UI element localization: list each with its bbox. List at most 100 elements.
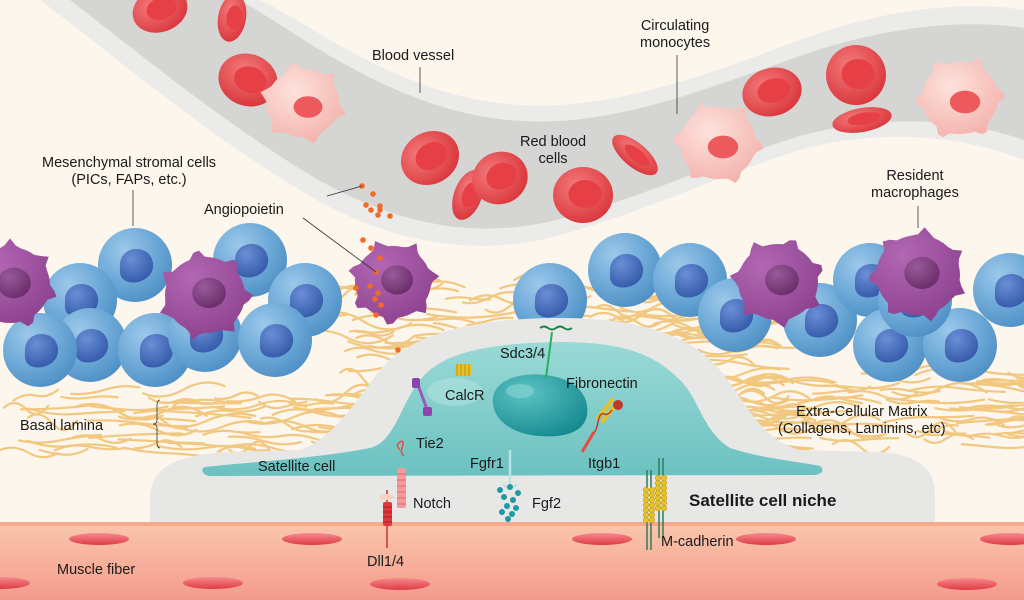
collagen-fiber [245, 410, 343, 425]
collagen-fiber [847, 390, 919, 401]
collagen-fiber [259, 416, 315, 433]
angiopoietin-particle [387, 213, 393, 219]
macrophage-nucleus [0, 267, 31, 299]
monocyte [915, 58, 1005, 138]
collagen-fiber [461, 291, 517, 305]
monocyte [672, 103, 764, 183]
collagen-fiber [38, 447, 89, 456]
cell-nucleus [994, 274, 1024, 308]
collagen-fiber [343, 346, 399, 355]
mesenchymal-stromal-cell [98, 228, 172, 302]
red-blood-cell [472, 151, 528, 205]
cell-nucleus [874, 328, 909, 363]
angiopoietin-particle [367, 283, 373, 289]
cell-nucleus [234, 243, 269, 278]
collagen-fiber [809, 413, 881, 431]
leader-lines [132, 55, 919, 449]
angiopoietin-particle [363, 202, 369, 208]
collagen-fiber [70, 385, 141, 396]
fgf2-particles [497, 484, 521, 522]
label-satellite-cell: Satellite cell [258, 459, 336, 475]
collagen-fiber [26, 407, 126, 416]
collagen-fiber [987, 398, 1024, 405]
label-blood-vessel: Blood vessel [372, 48, 455, 64]
mesenchymal-stromal-cell [973, 253, 1024, 327]
red-blood-cell [400, 130, 460, 186]
label-satellite-cell-niche: Satellite cell niche [689, 491, 837, 510]
collagen-fiber [226, 393, 297, 403]
muscle-nucleus [370, 578, 430, 590]
label-circulating-monocytes: Circulating monocytes [640, 18, 711, 51]
collagen-fiber [426, 310, 519, 319]
monocyte-nucleus [707, 135, 739, 159]
label-calcr: CalcR [445, 388, 485, 404]
label-sdc3-4: Sdc3/4 [500, 346, 546, 362]
collagen-fiber [132, 405, 226, 415]
collagen-fiber [810, 395, 864, 405]
collagen-fiber [975, 383, 1024, 393]
label-basal-lamina: Basal lamina [20, 418, 104, 434]
resident-macrophages [0, 227, 965, 340]
cell-nucleus [289, 283, 324, 318]
collagen-fiber [617, 317, 660, 328]
collagen-fiber [216, 445, 271, 453]
collagen-fiber [885, 398, 941, 405]
collagen-fiber [905, 421, 957, 439]
cell-nucleus [534, 283, 569, 318]
angiopoietin-particle [373, 312, 379, 318]
fgf2-particle [510, 497, 516, 503]
dll-ligand [380, 490, 394, 548]
angiopoietin-particle [378, 302, 384, 308]
collagen-fiber [968, 432, 1024, 440]
macrophage [0, 238, 57, 327]
collagen-fiber [141, 415, 188, 430]
collagen-fiber [53, 444, 127, 452]
collagen-fiber [916, 424, 959, 434]
angiopoietin-particle [368, 245, 374, 251]
tie2-receptor [412, 378, 432, 416]
collagen-fiber [195, 405, 267, 418]
collagen-fiber [0, 446, 59, 459]
label-fibronectin: Fibronectin [566, 376, 638, 392]
cell-nucleus [804, 303, 839, 338]
monocyte-nucleus [293, 96, 323, 118]
red-blood-cell [612, 134, 658, 176]
muscle-fiber [0, 522, 1024, 600]
collagen-fiber [287, 401, 335, 407]
label-notch: Notch [413, 496, 451, 512]
angiopoietin-particle [395, 347, 401, 353]
collagen-fiber [354, 323, 445, 334]
collagen-fiber [907, 385, 1007, 393]
sdc-receptor [539, 325, 573, 379]
collagen-fiber [177, 420, 267, 433]
collagen-fiber [444, 296, 492, 301]
collagen-fiber [956, 417, 1024, 425]
fgf2-particle [499, 509, 505, 515]
cell-nucleus [24, 333, 59, 368]
cadherin-domain [642, 516, 650, 524]
label-angiopoietin: Angiopoietin [204, 202, 284, 218]
collagen-fiber [983, 379, 1024, 387]
label-extracellular-matrix: Extra-Cellular Matrix (Collagens, Lamini… [778, 404, 946, 437]
angiopoietin-particle [377, 255, 383, 261]
mesenchymal-stromal-cell [588, 233, 662, 307]
collagen-fiber [88, 432, 184, 439]
muscle-nucleus [0, 577, 30, 589]
collagen-fiber [156, 444, 257, 451]
collagen-fiber [122, 446, 207, 458]
red-blood-cells [132, 0, 892, 223]
collagen-fiber [891, 382, 988, 398]
collagen-fiber [882, 414, 975, 424]
collagen-fiber [960, 443, 1024, 450]
angiopoietin-particle [375, 212, 381, 218]
m-cadherin [642, 458, 668, 550]
angiopoietin-particle [353, 285, 359, 291]
collagen-fiber [888, 397, 986, 405]
collagen-fiber [172, 399, 218, 408]
fgf2-particle [509, 511, 515, 517]
angiopoietin-particle [368, 207, 374, 213]
red-blood-cell [132, 0, 188, 33]
macrophage-nucleus [192, 277, 226, 309]
cell-nucleus [944, 328, 979, 363]
fgf2-particle [501, 494, 507, 500]
